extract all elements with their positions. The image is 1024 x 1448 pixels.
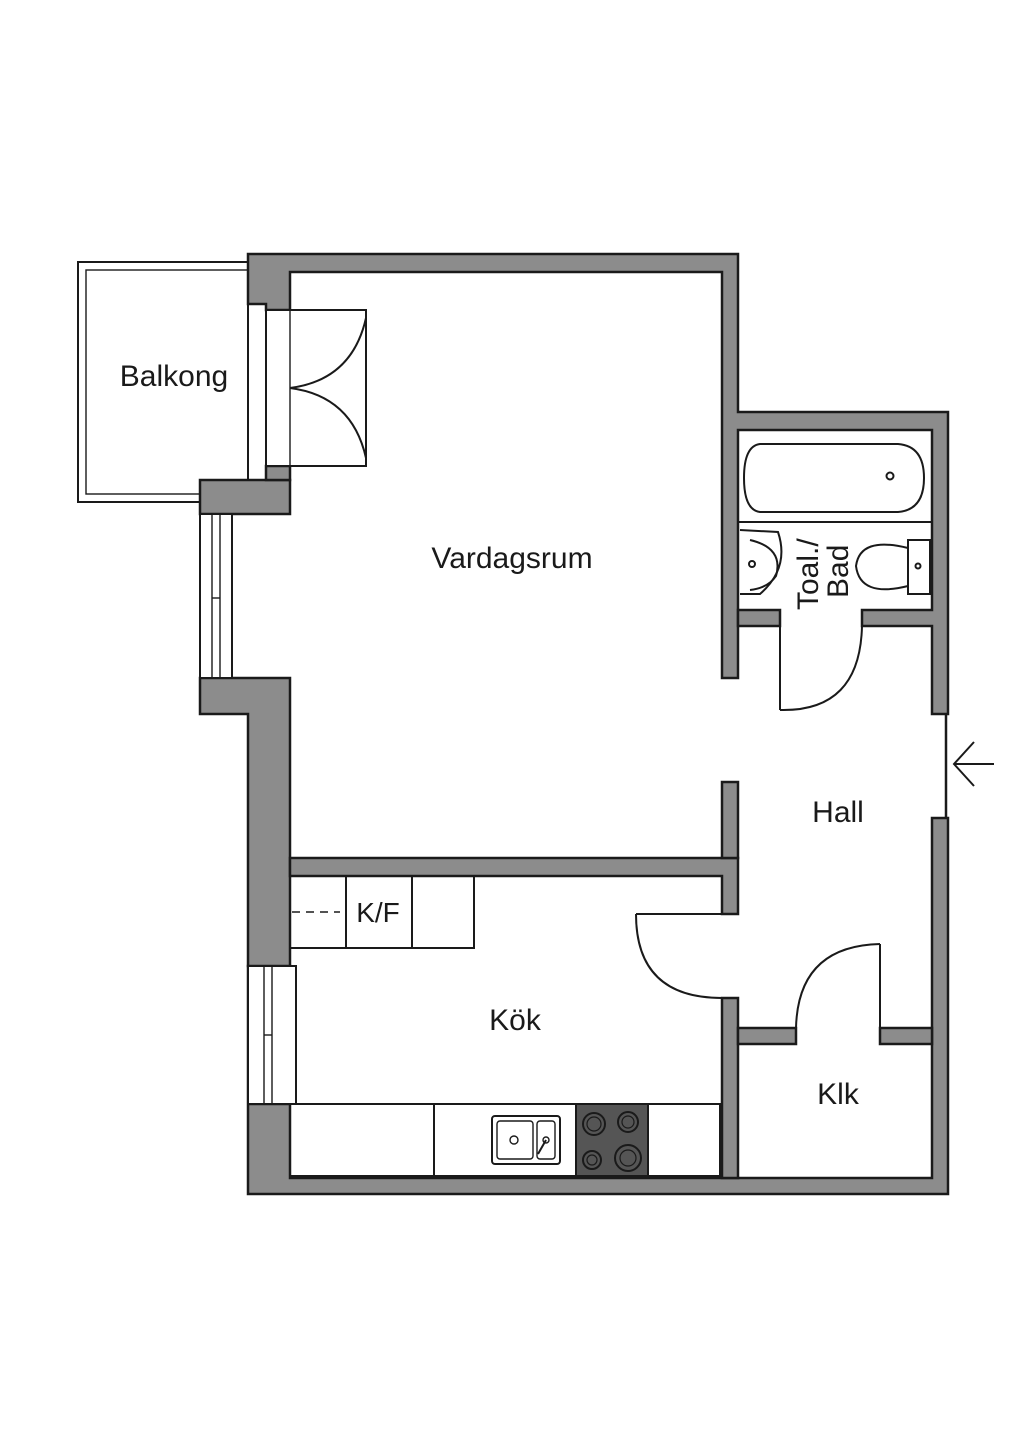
fridge-freezer — [289, 875, 475, 949]
washbasin — [739, 529, 783, 595]
toilet — [854, 539, 931, 595]
window-kitchen-left — [247, 965, 297, 1105]
label-fridge-freezer: K/F — [356, 897, 400, 928]
closet-door — [795, 943, 881, 1029]
sink — [491, 1115, 561, 1165]
kitchen-counter — [289, 1103, 721, 1177]
label-hall: Hall — [812, 796, 864, 829]
label-bathroom-line2: Bad — [822, 545, 855, 598]
label-kitchen: Kök — [489, 1004, 542, 1037]
label-living-room: Vardagsrum — [431, 542, 592, 575]
kitchen-door — [635, 913, 723, 999]
label-bathroom-line1: Toal./ — [792, 538, 825, 610]
label-balcony: Balkong — [120, 360, 228, 393]
stove — [575, 1103, 649, 1177]
balcony — [77, 261, 249, 503]
entrance-arrow-icon — [952, 741, 994, 787]
bathtub — [742, 443, 926, 513]
bathroom-door — [779, 625, 863, 712]
balcony-door — [265, 309, 367, 467]
walls — [198, 252, 950, 1196]
label-closet: Klk — [817, 1078, 860, 1111]
window-living-left — [199, 513, 233, 679]
